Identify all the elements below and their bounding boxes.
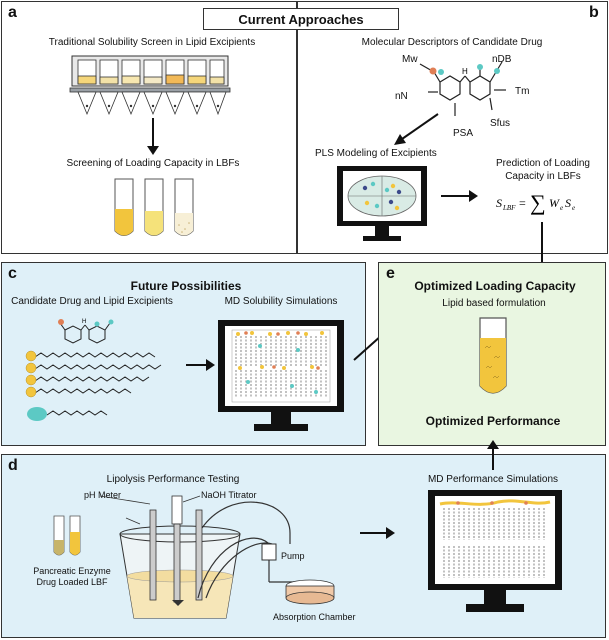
lipolysis-apparatus <box>53 495 335 619</box>
molecule-b-illustration: H <box>419 61 506 116</box>
arrow-d-to-e <box>487 440 499 470</box>
pump-label: Pump <box>281 551 305 561</box>
md-solubility-label: MD Solubility Simulations <box>224 296 338 307</box>
svg-text:H: H <box>462 67 468 76</box>
descriptor-psa: PSA <box>453 128 474 139</box>
md-performance-monitor <box>428 490 562 612</box>
svg-text:∑: ∑ <box>530 190 546 215</box>
svg-text:LBF: LBF <box>502 204 516 212</box>
candidate-label: Candidate Drug and Lipid Excipients <box>11 296 173 307</box>
pls-label: PLS Modeling of Excipients <box>315 148 437 159</box>
descriptor-nn: nN <box>395 91 408 102</box>
svg-text:H: H <box>82 319 86 325</box>
drug-lipid-illustration: H <box>25 319 162 421</box>
prediction-label-1: Prediction of Loading <box>496 158 590 169</box>
svg-text:S: S <box>565 196 571 210</box>
panel-e-letter: e <box>386 265 395 282</box>
svg-text:e: e <box>560 204 563 212</box>
pls-monitor-illustration <box>337 166 427 241</box>
panel-a-screening-label: Screening of Loading Capacity in LBFs <box>66 158 240 169</box>
enzyme-label: Pancreatic Enzyme <box>33 566 111 576</box>
optimized-performance: Optimized Performance <box>425 414 561 428</box>
ph-meter-label: pH Meter <box>84 490 122 500</box>
md-performance-label: MD Performance Simulations <box>427 474 559 485</box>
arrow-c-to-md <box>186 359 215 371</box>
panel-b-letter: b <box>589 4 599 21</box>
panel-a-letter: a <box>8 4 17 21</box>
svg-text:=: = <box>519 196 526 210</box>
arrow-to-pls <box>394 113 439 145</box>
svg-text:S: S <box>496 196 502 210</box>
header-box <box>203 8 399 30</box>
lipolysis-label: Lipolysis Performance Testing <box>106 474 240 485</box>
descriptor-tm: Tm <box>515 86 530 97</box>
md-solubility-monitor <box>218 320 344 431</box>
svg-text:W: W <box>549 196 560 210</box>
panel-a-screen-label: Traditional Solubility Screen in Lipid E… <box>48 37 256 48</box>
arrow-to-prediction <box>441 190 478 202</box>
descriptor-ndb: nDB <box>492 54 512 65</box>
panel-c-letter: c <box>8 265 17 282</box>
arrow-d-to-md <box>360 527 395 539</box>
drug-lbf-label: Drug Loaded LBF <box>36 577 108 587</box>
lipid-formulation-label: Lipid based formulation <box>442 298 546 309</box>
absorption-label: Absorption Chamber <box>273 612 356 622</box>
panel-d-letter: d <box>8 457 18 474</box>
naoh-label: NaOH Titrator <box>201 490 257 500</box>
prediction-label-2: Capacity in LBFs <box>505 171 581 182</box>
descriptors-label: Molecular Descriptors of Candidate Drug <box>361 37 543 48</box>
formulation-tube <box>479 317 507 394</box>
descriptor-mw: Mw <box>402 54 418 65</box>
test-tubes-illustration <box>114 178 194 236</box>
well-plate-illustration <box>69 55 231 116</box>
svg-text:e: e <box>572 204 575 212</box>
equation: S LBF = ∑ W e S e <box>496 190 575 215</box>
descriptor-sfus: Sfus <box>490 118 511 129</box>
panel-c-title: Future Possibilities <box>130 279 242 293</box>
arrow-down-a <box>147 118 159 155</box>
panel-e-title: Optimized Loading Capacity <box>414 279 576 293</box>
page-title: Current Approaches <box>238 12 364 27</box>
